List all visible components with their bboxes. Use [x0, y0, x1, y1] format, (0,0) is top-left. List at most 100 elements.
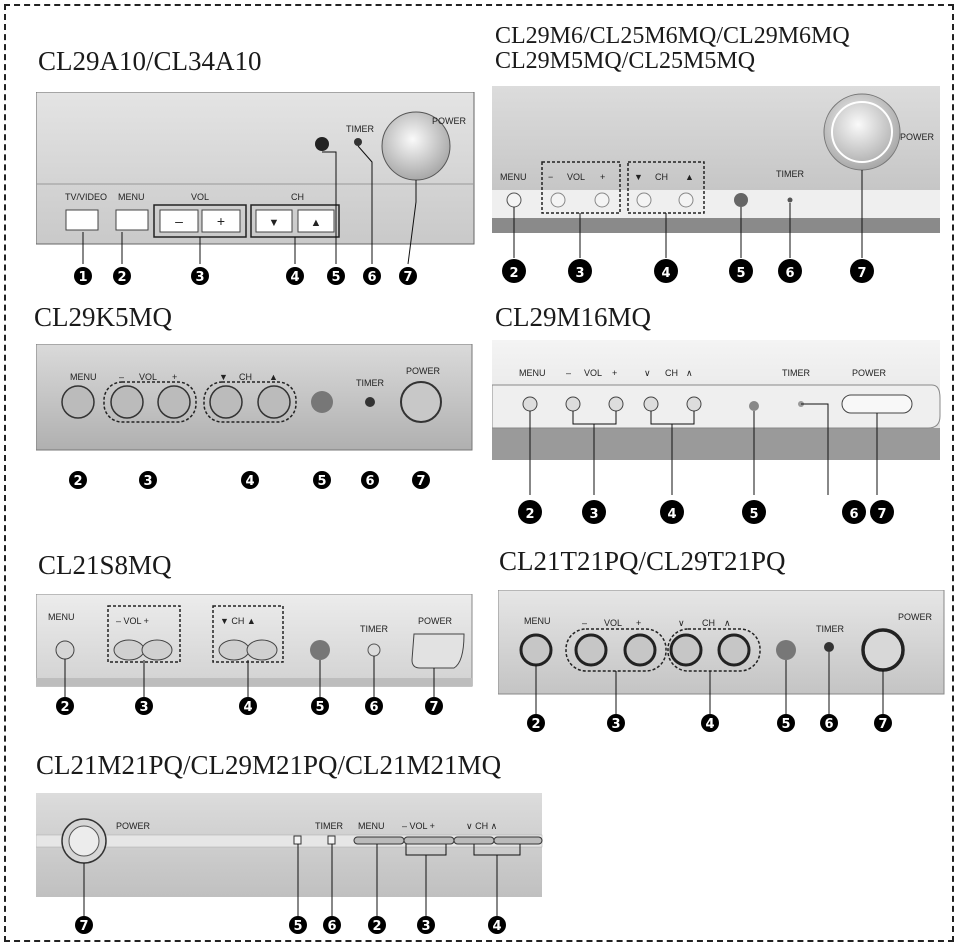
ch-label: CH: [239, 372, 252, 382]
callout-3: 3: [607, 714, 625, 732]
remote-sensor: [315, 137, 329, 151]
menu-label: MENU: [519, 368, 546, 378]
svg-text:6: 6: [824, 717, 833, 732]
panel-cl21m21pq: POWER TIMER MENU – VOL + ∨ CH ∧ 7 5 6 2 …: [36, 793, 543, 934]
ch-label: CH: [702, 618, 715, 628]
menu-button[interactable]: [61, 385, 95, 419]
vol-minus-button[interactable]: [113, 639, 145, 661]
vol-minus-button[interactable]: [550, 192, 566, 208]
svg-text:5: 5: [293, 919, 302, 934]
vol-minus-button[interactable]: [574, 633, 608, 667]
power-button[interactable]: [823, 93, 901, 171]
vol-minus-button[interactable]: [565, 396, 581, 412]
ch-down-button[interactable]: [218, 639, 250, 661]
callout-5: 5: [742, 500, 766, 524]
power-button[interactable]: [411, 633, 465, 669]
model-title-cl21m21pq: CL21M21PQ/CL29M21PQ/CL21M21MQ: [36, 750, 502, 780]
tv-video-button[interactable]: [65, 209, 99, 231]
power-label: POWER: [852, 368, 887, 378]
ch-up-label: ▲: [685, 172, 694, 182]
svg-text:5: 5: [749, 507, 758, 522]
ch-up-button[interactable]: [297, 209, 335, 233]
model-title-cl29k5mq: CL29K5MQ: [34, 302, 173, 332]
callout-6: 6: [842, 500, 866, 524]
ch-up-button[interactable]: [686, 396, 702, 412]
timer-label: TIMER: [776, 169, 804, 179]
ch-up-button[interactable]: [717, 633, 751, 667]
power-label: POWER: [116, 821, 151, 831]
callout-2: 2: [527, 714, 545, 732]
callout-5: 5: [313, 471, 331, 489]
callout-5: 5: [311, 697, 329, 715]
power-button[interactable]: [841, 394, 913, 414]
svg-text:5: 5: [315, 700, 324, 715]
callout-4: 4: [241, 471, 259, 489]
menu-button[interactable]: [115, 209, 149, 231]
callout-4: 4: [239, 697, 257, 715]
ch-down-button[interactable]: [209, 385, 243, 419]
timer-label: TIMER: [782, 368, 810, 378]
vol-plus-button[interactable]: [608, 396, 624, 412]
svg-text:2: 2: [531, 717, 540, 732]
timer-indicator: [365, 397, 375, 407]
svg-text:2: 2: [73, 474, 82, 489]
remote-sensor: [311, 391, 333, 413]
svg-text:4: 4: [243, 700, 252, 715]
menu-label: MENU: [500, 172, 527, 182]
svg-text:7: 7: [877, 507, 886, 522]
ch-down-button[interactable]: [255, 209, 293, 233]
panel-cl29m6: MENU − VOL + ▼ CH ▲ TIMER POWER 2 3 4 5 …: [492, 86, 940, 283]
vol-plus-label: +: [636, 618, 641, 628]
svg-text:7: 7: [878, 717, 887, 732]
vol-plus-button[interactable]: [453, 836, 495, 845]
panel-cl29a10: TV/VIDEO MENU VOL – + CH ▼ ▲ TIMER POWER…: [36, 92, 475, 285]
vol-plus-button[interactable]: [594, 192, 610, 208]
menu-button[interactable]: [353, 836, 405, 845]
panel-cl29k5mq: MENU – VOL + ▼ CH ▲ TIMER POWER 2 3 4 5 …: [36, 344, 473, 489]
ch-down-label: ∨: [678, 618, 685, 628]
vol-plus-button[interactable]: [141, 639, 173, 661]
vol-minus-button[interactable]: [110, 385, 144, 419]
vol-label: VOL: [604, 618, 622, 628]
remote-sensor: [310, 640, 330, 660]
svg-text:1: 1: [78, 270, 87, 285]
vol-label: – VOL +: [402, 821, 435, 831]
svg-text:3: 3: [139, 700, 148, 715]
ch-up-button[interactable]: [246, 639, 278, 661]
vol-plus-button[interactable]: [623, 633, 657, 667]
power-button[interactable]: [861, 628, 905, 672]
power-button[interactable]: [400, 381, 442, 423]
callout-7: 7: [425, 697, 443, 715]
ch-down-button[interactable]: [669, 633, 703, 667]
vol-minus-button[interactable]: [403, 836, 455, 845]
ch-up-button[interactable]: [257, 385, 291, 419]
menu-label: MENU: [524, 616, 551, 626]
svg-text:2: 2: [60, 700, 69, 715]
svg-text:5: 5: [736, 266, 745, 281]
svg-text:5: 5: [317, 474, 326, 489]
callout-3: 3: [191, 267, 209, 285]
menu-button[interactable]: [506, 192, 522, 208]
ch-label: CH: [655, 172, 668, 182]
callout-4: 4: [488, 916, 506, 934]
menu-button[interactable]: [519, 633, 553, 667]
vol-plus-button[interactable]: [201, 209, 241, 233]
svg-text:7: 7: [416, 474, 425, 489]
callout-5: 5: [777, 714, 795, 732]
callout-2: 2: [368, 916, 386, 934]
vol-plus-button[interactable]: [157, 385, 191, 419]
menu-button[interactable]: [55, 640, 75, 660]
ch-down-button[interactable]: [643, 396, 659, 412]
ch-down-label: ▼: [219, 372, 228, 382]
vol-plus-label: +: [172, 372, 177, 382]
ch-buttons[interactable]: [493, 836, 543, 845]
remote-sensor: [734, 193, 748, 207]
callout-7: 7: [399, 267, 417, 285]
timer-indicator: [824, 642, 834, 652]
ch-down-button[interactable]: [636, 192, 652, 208]
vol-minus-label: –: [566, 368, 571, 378]
ch-up-button[interactable]: [678, 192, 694, 208]
menu-button[interactable]: [522, 396, 538, 412]
svg-text:6: 6: [367, 270, 376, 285]
vol-minus-button[interactable]: [159, 209, 199, 233]
